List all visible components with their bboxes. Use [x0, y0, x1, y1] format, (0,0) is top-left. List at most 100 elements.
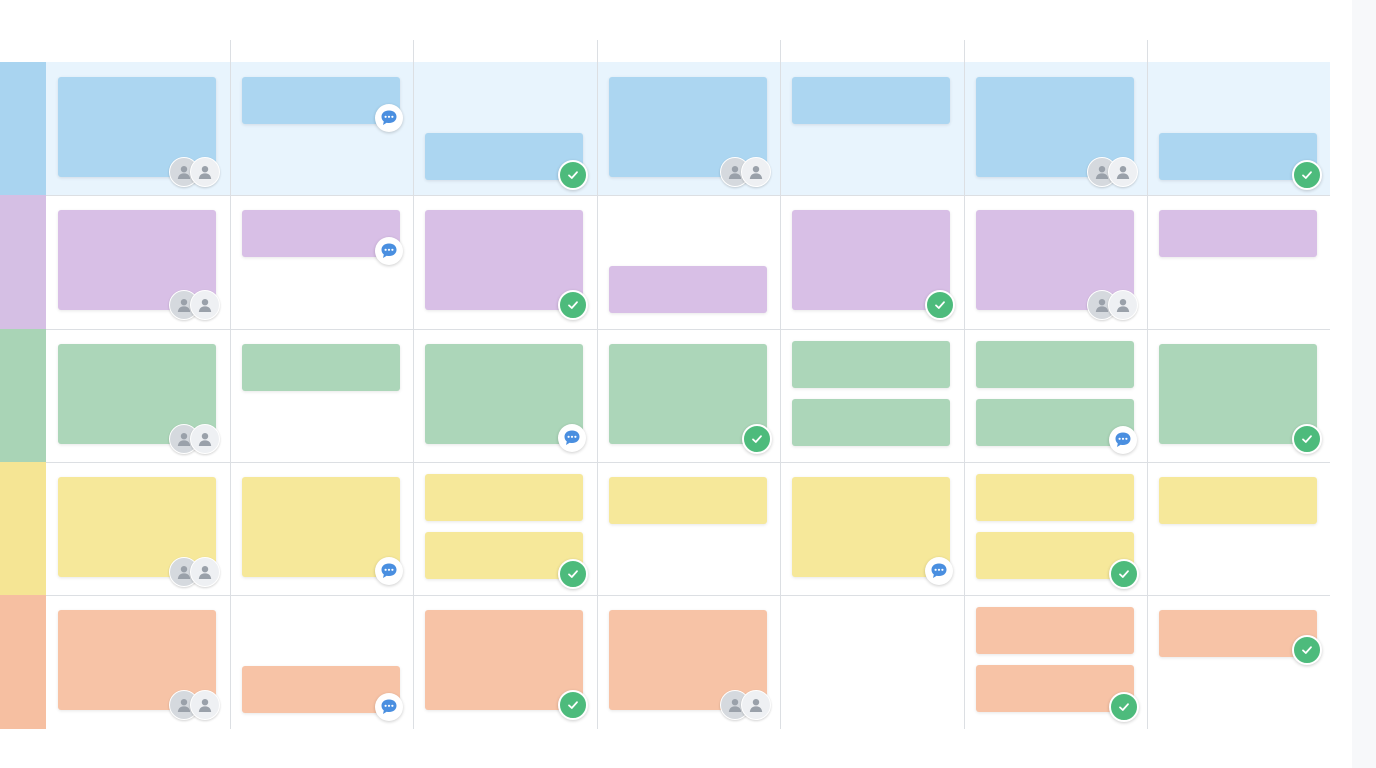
completed-badge[interactable]: [558, 558, 588, 589]
completed-badge[interactable]: [1292, 635, 1322, 666]
task-card[interactable]: [242, 344, 400, 391]
completed-badge[interactable]: [1292, 160, 1322, 190]
comment-bubble-icon: [381, 110, 397, 125]
avatar: [1108, 157, 1138, 187]
assignee-avatars[interactable]: [1087, 157, 1139, 187]
completed-badge[interactable]: [742, 423, 772, 454]
assignee-avatars[interactable]: [169, 423, 221, 454]
task-card[interactable]: [976, 607, 1134, 654]
completed-badge[interactable]: [1292, 423, 1322, 454]
task-card[interactable]: [792, 341, 950, 388]
assignee-avatars[interactable]: [169, 690, 221, 721]
comments-badge[interactable]: [375, 104, 403, 132]
task-card[interactable]: [1159, 133, 1317, 180]
task-card[interactable]: [425, 133, 583, 180]
task-card[interactable]: [242, 210, 400, 257]
task-card[interactable]: [792, 210, 950, 310]
task-card[interactable]: [425, 610, 583, 710]
comment-bubble-icon: [381, 563, 397, 578]
person-icon: [728, 166, 742, 179]
checkmark-icon: [568, 171, 578, 179]
person-icon: [198, 166, 212, 179]
checkmark-icon: [568, 301, 578, 310]
comments-badge[interactable]: [558, 423, 586, 452]
task-card[interactable]: [425, 532, 583, 579]
avatar: [190, 690, 220, 721]
task-card[interactable]: [976, 665, 1134, 712]
task-card[interactable]: [1159, 610, 1317, 657]
swimlane-header-yellow[interactable]: [0, 462, 46, 596]
checkmark-icon: [1302, 171, 1312, 179]
column-divider: [597, 40, 598, 729]
person-icon: [177, 166, 191, 179]
person-icon: [749, 699, 763, 713]
task-card[interactable]: [792, 399, 950, 446]
comments-badge[interactable]: [375, 556, 403, 585]
lane-divider: [46, 462, 1330, 463]
assignee-avatars[interactable]: [169, 290, 221, 321]
swimlane-header-green[interactable]: [0, 329, 46, 463]
comments-badge[interactable]: [1109, 425, 1137, 454]
completed-badge[interactable]: [558, 160, 588, 190]
task-card[interactable]: [976, 341, 1134, 388]
lane-divider: [46, 195, 1330, 196]
person-icon: [1116, 299, 1130, 313]
completed-badge[interactable]: [558, 290, 588, 321]
lane-divider: [46, 329, 1330, 330]
task-card[interactable]: [976, 532, 1134, 579]
completed-badge[interactable]: [1109, 558, 1139, 589]
right-scroll-gutter: [1352, 0, 1376, 768]
assignee-avatars[interactable]: [720, 690, 772, 721]
task-card[interactable]: [976, 399, 1134, 446]
task-card[interactable]: [425, 344, 583, 444]
avatar: [741, 157, 771, 187]
person-icon: [198, 565, 212, 579]
comments-badge[interactable]: [925, 556, 953, 585]
task-card[interactable]: [242, 666, 400, 713]
comments-badge[interactable]: [375, 237, 403, 266]
assignee-avatars[interactable]: [720, 157, 772, 187]
completed-badge[interactable]: [1109, 692, 1139, 723]
person-icon: [177, 299, 191, 313]
task-card[interactable]: [792, 77, 950, 124]
task-card[interactable]: [242, 477, 400, 577]
swimlane-header-blue[interactable]: [0, 62, 46, 196]
checkmark-icon: [935, 301, 945, 310]
task-card[interactable]: [1159, 210, 1317, 257]
column-divider: [230, 40, 231, 729]
person-icon: [198, 432, 212, 446]
comment-bubble-icon: [381, 699, 397, 715]
swimlane-header-purple[interactable]: [0, 195, 46, 329]
task-card[interactable]: [425, 210, 583, 310]
task-card[interactable]: [976, 474, 1134, 521]
avatar: [190, 556, 220, 587]
completed-badge[interactable]: [558, 690, 588, 721]
checkmark-icon: [1119, 703, 1129, 712]
person-icon: [1116, 166, 1130, 179]
assignee-avatars[interactable]: [169, 556, 221, 587]
person-icon: [1095, 299, 1109, 313]
person-icon: [177, 432, 191, 446]
task-card[interactable]: [792, 477, 950, 577]
person-icon: [198, 299, 212, 313]
column-divider: [1147, 40, 1148, 729]
person-icon: [177, 565, 191, 579]
task-card[interactable]: [609, 477, 767, 524]
comments-badge[interactable]: [375, 693, 403, 722]
swimlane-header-orange[interactable]: [0, 595, 46, 729]
completed-badge[interactable]: [925, 290, 955, 321]
person-icon: [728, 699, 742, 713]
person-icon: [1095, 166, 1109, 179]
assignee-avatars[interactable]: [169, 157, 221, 187]
task-card[interactable]: [609, 266, 767, 313]
task-card[interactable]: [1159, 344, 1317, 444]
task-card[interactable]: [425, 474, 583, 521]
task-card[interactable]: [1159, 477, 1317, 524]
checkmark-icon: [1302, 646, 1312, 655]
avatar: [741, 690, 771, 721]
task-card[interactable]: [609, 344, 767, 444]
assignee-avatars[interactable]: [1087, 290, 1139, 321]
comment-bubble-icon: [564, 430, 580, 445]
task-card[interactable]: [242, 77, 400, 124]
